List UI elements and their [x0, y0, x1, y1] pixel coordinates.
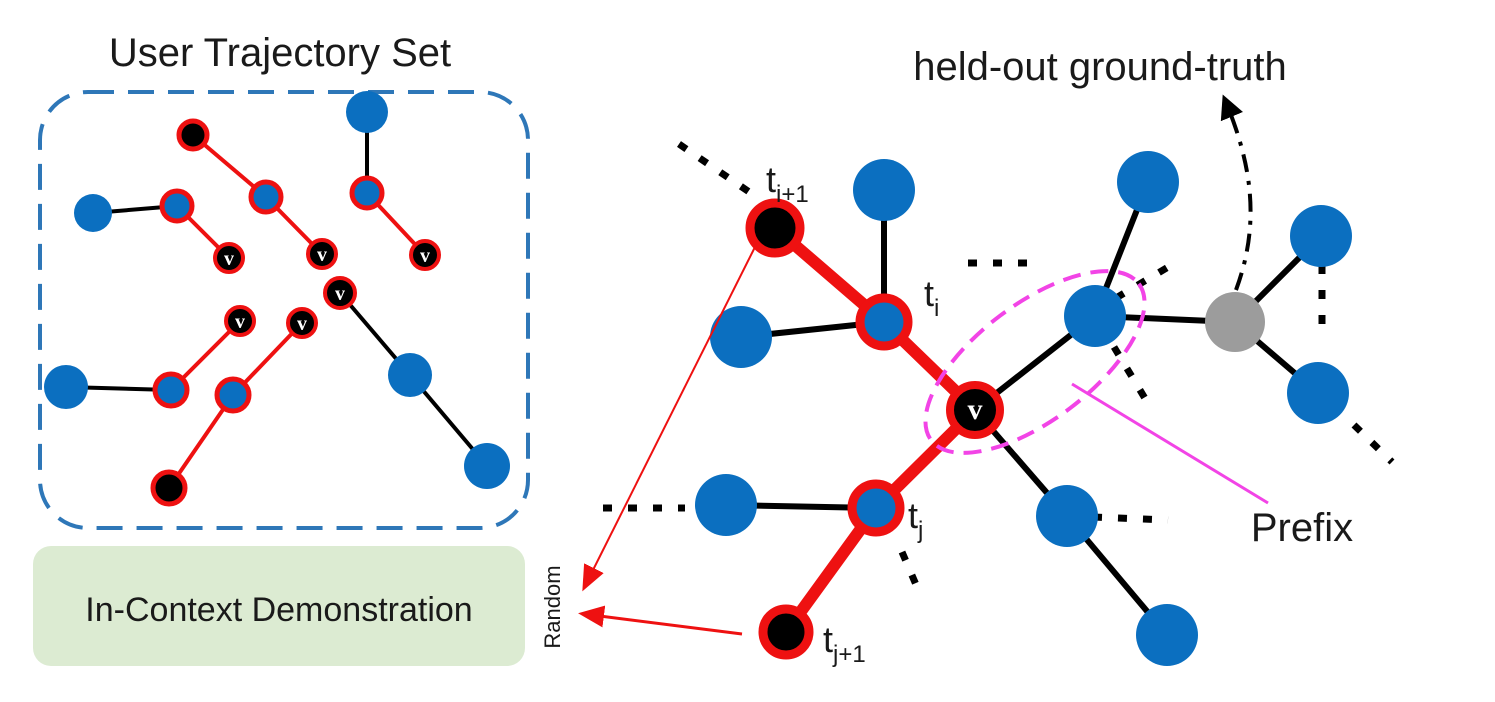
right-blue-node — [1290, 205, 1352, 267]
left-blue-nodes — [44, 91, 510, 489]
svg-text:v: v — [317, 244, 327, 266]
left-trajectory-node — [248, 179, 284, 215]
node-t-j-plus-1 — [758, 604, 814, 660]
right-blue-node — [853, 159, 915, 221]
random-arrow-from-t-j-plus-1 — [578, 605, 743, 636]
heldout-arrow — [1220, 94, 1253, 291]
left-trajectory-node — [214, 376, 252, 414]
svg-text:v: v — [235, 311, 245, 333]
heldout-node — [1205, 292, 1265, 352]
left-target-node: v — [323, 276, 357, 310]
left-target-node: v — [306, 238, 338, 270]
node-t-i-plus-1 — [745, 198, 805, 258]
node-t-j — [847, 479, 905, 537]
label-t-i: ti — [924, 273, 939, 322]
right-red-path — [769, 222, 981, 638]
left-trajectory-node — [159, 188, 195, 224]
heldout-label: held-out ground-truth — [913, 45, 1287, 89]
right-blue-nodes — [695, 151, 1352, 666]
left-blue-node — [44, 365, 88, 409]
right-blue-node — [1287, 362, 1349, 424]
right-blue-node — [695, 474, 757, 536]
left-start-node — [176, 118, 210, 152]
left-black-edges — [65, 112, 489, 468]
left-trajectory-node — [349, 175, 385, 211]
random-arrow-from-t-i-plus-1 — [582, 244, 757, 592]
left-start-nodes — [150, 118, 210, 507]
demo-box-label: In-Context Demonstration — [85, 591, 472, 629]
right-blue-node — [1064, 285, 1126, 347]
right-trajectory-nodes — [745, 198, 913, 660]
prefix-label: Prefix — [1251, 506, 1353, 550]
left-target-node: v — [224, 305, 256, 337]
label-t-j: tj — [908, 495, 923, 544]
left-target-node: v — [409, 239, 441, 271]
left-blue-node — [346, 91, 388, 133]
right-blue-node — [1036, 485, 1098, 547]
left-blue-node — [74, 194, 112, 232]
left-start-node — [150, 469, 188, 507]
left-target-node: v — [213, 242, 245, 274]
svg-text:v: v — [968, 393, 983, 426]
random-label: Random — [540, 565, 565, 648]
svg-text:v: v — [420, 245, 430, 267]
demo-box — [33, 546, 525, 666]
right-black-edges — [725, 180, 1324, 637]
left-trajectory-nodes — [152, 175, 385, 414]
node-t-i — [855, 293, 913, 351]
right-target-node: v — [946, 381, 1004, 439]
trajectory-set-box — [38, 90, 530, 530]
prefix-ellipse — [923, 269, 1147, 455]
right-blue-node — [1136, 604, 1198, 666]
label-t-i-plus-1: ti+1 — [766, 159, 809, 208]
right-blue-node — [710, 306, 772, 368]
dotted-continuations — [603, 141, 1395, 596]
left-blue-node — [464, 443, 510, 489]
svg-text:v: v — [335, 283, 345, 305]
left-panel-title: User Trajectory Set — [109, 31, 451, 75]
left-trajectory-node — [152, 371, 190, 409]
left-target-nodes: v v v v v v — [213, 238, 441, 339]
left-blue-node — [388, 353, 432, 397]
prefix-pointer-line — [1071, 382, 1269, 505]
right-blue-node — [1117, 151, 1179, 213]
svg-text:v: v — [297, 313, 307, 335]
svg-text:v: v — [224, 248, 234, 270]
label-t-j-plus-1: tj+1 — [823, 619, 866, 668]
left-target-node: v — [286, 307, 318, 339]
